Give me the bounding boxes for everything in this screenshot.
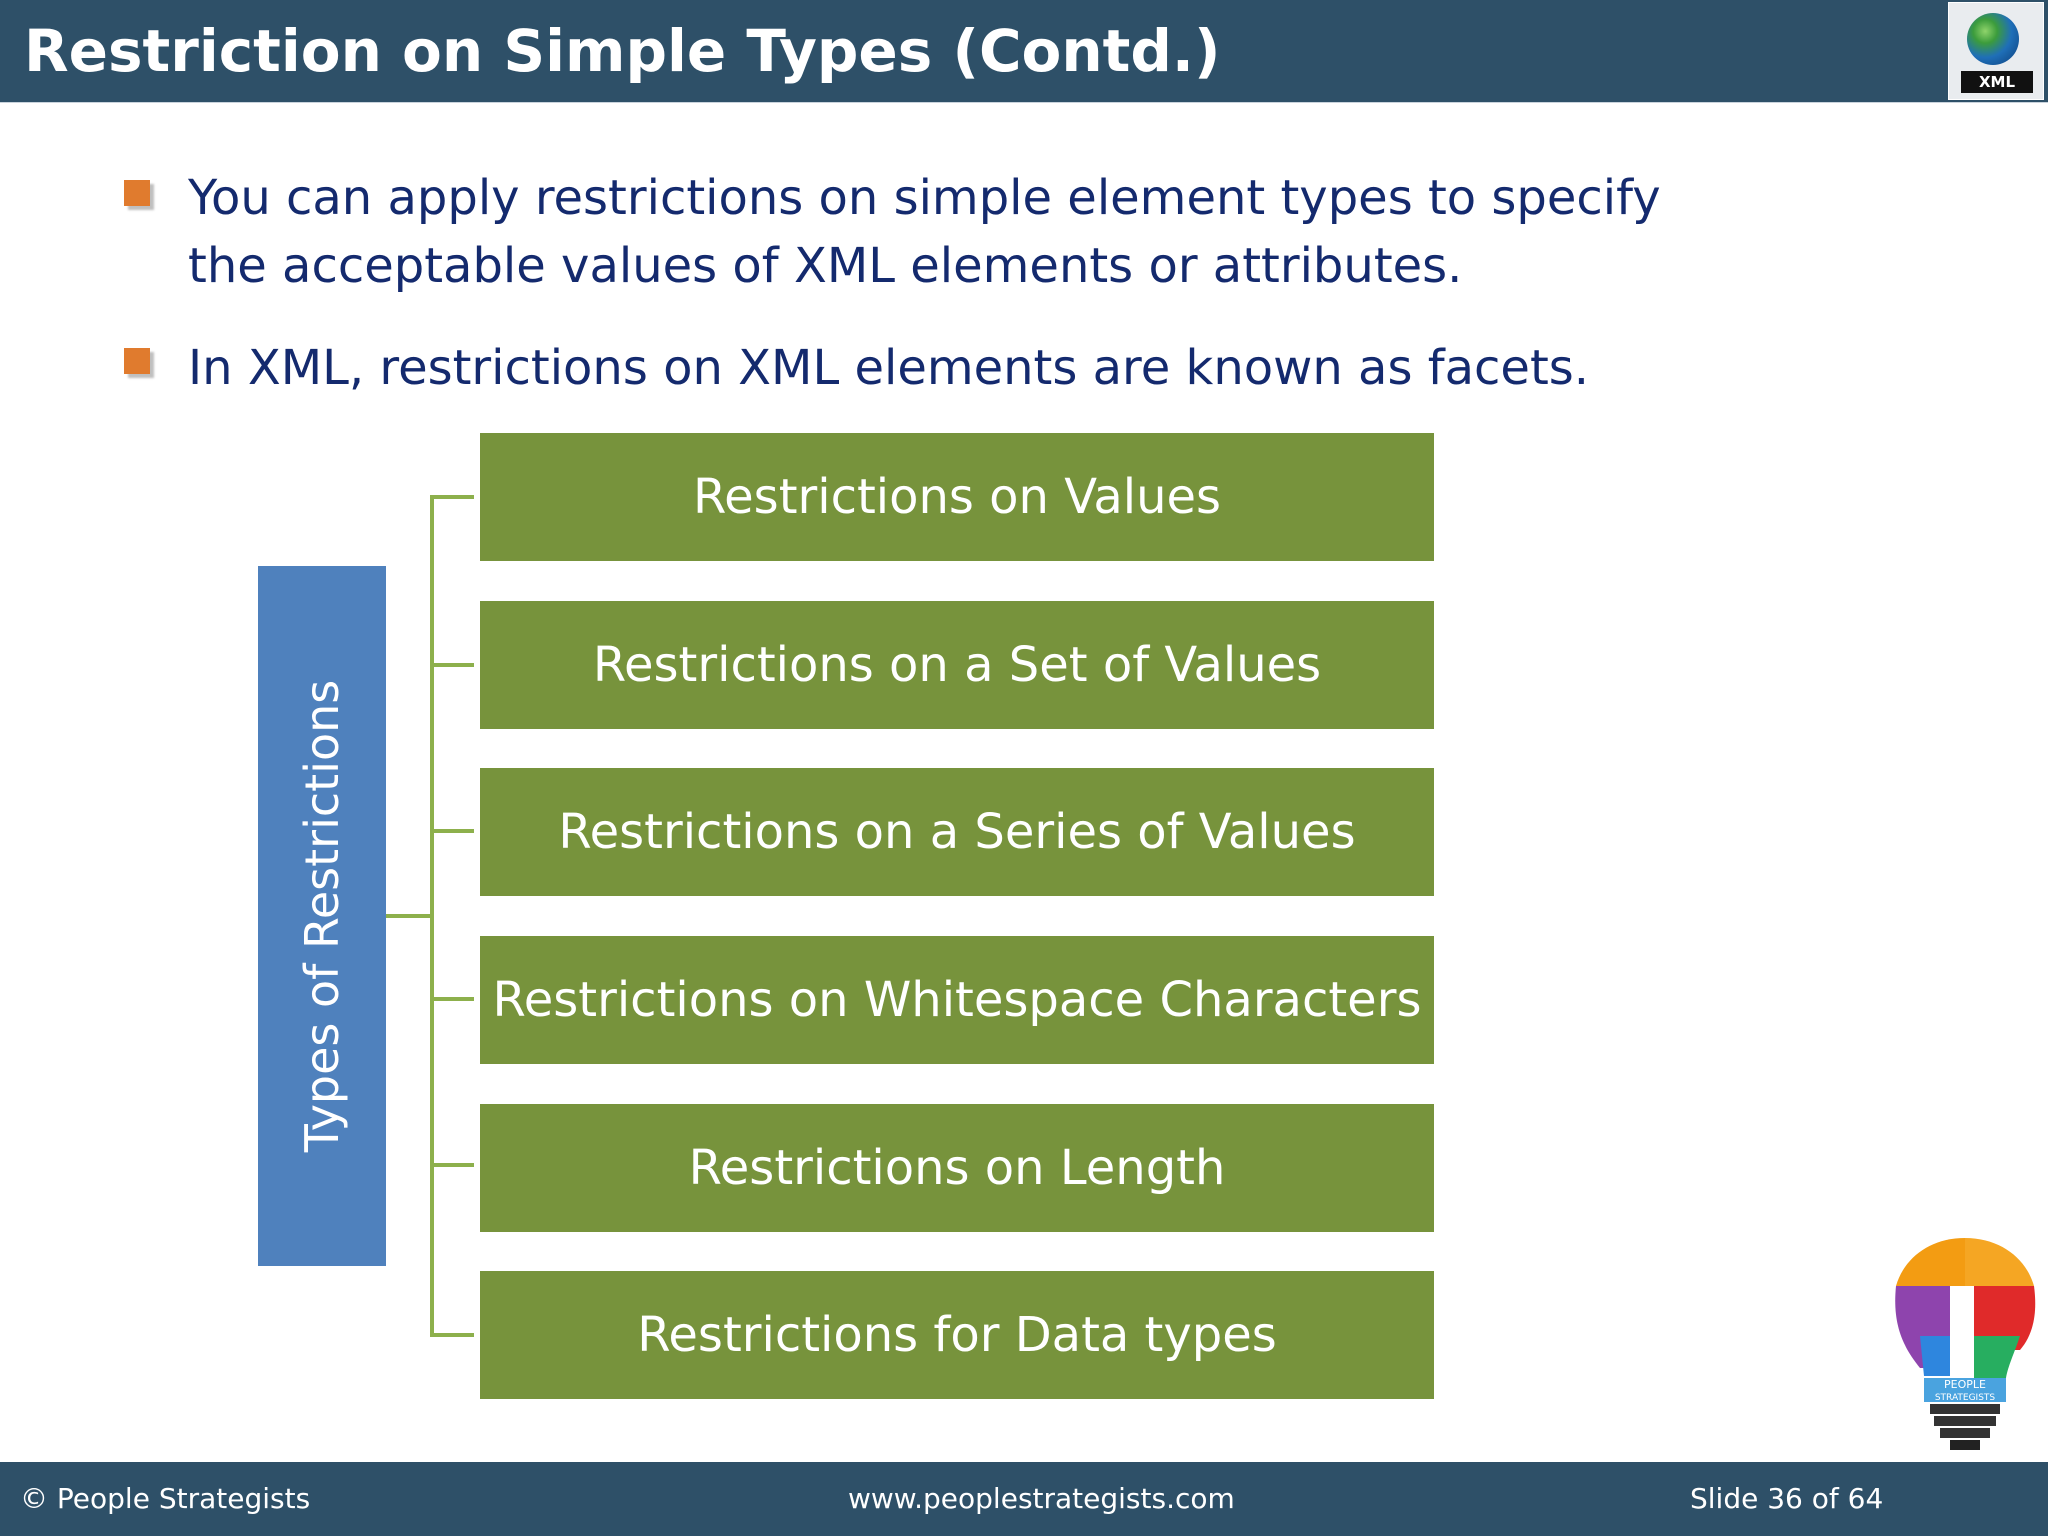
diagram-root-box	[258, 566, 386, 1266]
people-strategists-bulb-logo: PEOPLE STRATEGISTS	[1894, 1238, 2036, 1450]
restriction-box-set-of-values: Restrictions on a Set of Values	[480, 601, 1434, 729]
restriction-box-whitespace: Restrictions on Whitespace Characters	[480, 936, 1434, 1064]
connector-root	[386, 914, 432, 918]
footer-copyright: © People Strategists	[20, 1482, 311, 1515]
footer-website: www.peoplestrategists.com	[848, 1482, 1235, 1515]
title-bar: Restriction on Simple Types (Contd.) XML	[0, 0, 2048, 103]
bullet-marker	[124, 348, 150, 374]
footer-bar: © People Strategists www.peoplestrategis…	[0, 1462, 2048, 1536]
connector-branch	[430, 663, 474, 667]
connector-branch	[430, 997, 474, 1001]
slide-title: Restriction on Simple Types (Contd.)	[24, 17, 1221, 85]
connector-branch	[430, 829, 474, 833]
restriction-box-values: Restrictions on Values	[480, 433, 1434, 561]
globe-icon	[1967, 13, 2019, 65]
connector-branch	[430, 1333, 474, 1337]
connector-branch	[430, 1163, 474, 1167]
xml-logo: XML	[1948, 2, 2044, 100]
connector-trunk	[430, 495, 434, 1337]
restriction-box-data-types: Restrictions for Data types	[480, 1271, 1434, 1399]
bullet-text: In XML, restrictions on XML elements are…	[188, 340, 1590, 396]
diagram-root-label: Types of Restrictions	[295, 679, 349, 1153]
connector-branch	[430, 495, 474, 499]
xml-logo-label: XML	[1961, 71, 2033, 93]
bulb-logo-text-2: STRATEGISTS	[1935, 1393, 1996, 1403]
bullet-text: You can apply restrictions on simple ele…	[188, 170, 1661, 294]
restriction-box-length: Restrictions on Length	[480, 1104, 1434, 1232]
restriction-box-series-of-values: Restrictions on a Series of Values	[480, 768, 1434, 896]
footer-slide-number: Slide 36 of 64	[1690, 1482, 1884, 1515]
bulb-logo-text-1: PEOPLE	[1944, 1378, 1986, 1391]
bullet-marker	[124, 180, 150, 206]
